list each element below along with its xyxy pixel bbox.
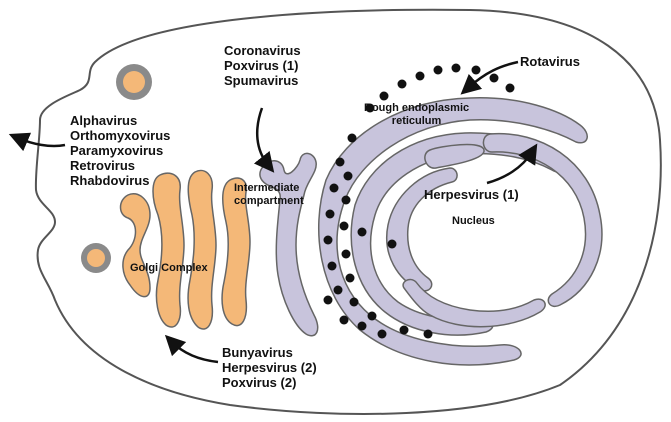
ribosome (324, 236, 333, 245)
organelle-label: Nucleus (452, 215, 495, 228)
virus-label: Retrovirus (70, 159, 170, 174)
ribosome (380, 92, 389, 101)
label-nucleus: Nucleus (452, 215, 495, 228)
ribosome (358, 322, 367, 331)
ribosome (344, 172, 353, 181)
ribosome (378, 330, 387, 339)
ribosome (398, 80, 407, 89)
ribosome (334, 286, 343, 295)
virus-label: Rhabdovirus (70, 174, 170, 189)
ribosome (490, 74, 499, 83)
label-herpes1: Herpesvirus (1) (424, 188, 519, 203)
label-group-bottom: Bunyavirus Herpesvirus (2) Poxvirus (2) (222, 346, 317, 391)
ribosome (328, 262, 337, 271)
organelle-label: Rough endoplasmic (364, 102, 469, 115)
virus-label: Alphavirus (70, 114, 170, 129)
organelle-label: Intermediate (234, 182, 304, 195)
ribosome (346, 274, 355, 283)
label-intermediate: Intermediate compartment (234, 182, 304, 207)
label-rotavirus: Rotavirus (520, 55, 580, 70)
ribosome (340, 316, 349, 325)
ribosome (350, 298, 359, 307)
ribosome (388, 240, 397, 249)
organelle-label: compartment (234, 195, 304, 208)
vesicle-lower (81, 243, 111, 273)
virus-label: Poxvirus (1) (224, 59, 301, 74)
ribosome (368, 312, 377, 321)
virus-label: Paramyxovirus (70, 144, 170, 159)
virus-label: Spumavirus (224, 74, 301, 89)
ribosome (336, 158, 345, 167)
label-golgi: Golgi Complex (130, 262, 208, 275)
virus-label: Bunyavirus (222, 346, 317, 361)
ribosome (358, 228, 367, 237)
label-group-top-center: Coronavirus Poxvirus (1) Spumavirus (224, 44, 301, 89)
ribosome (400, 326, 409, 335)
ribosome (506, 84, 515, 93)
ribosome (472, 66, 481, 75)
virus-label: Poxvirus (2) (222, 376, 317, 391)
virus-label: Herpesvirus (1) (424, 188, 519, 203)
virus-label: Rotavirus (520, 55, 580, 70)
label-group-upper-left: Alphavirus Orthomyxovirus Paramyxovirus … (70, 114, 170, 189)
ribosome (348, 134, 357, 143)
virus-label: Coronavirus (224, 44, 301, 59)
virus-label: Herpesvirus (2) (222, 361, 317, 376)
ribosome (342, 250, 351, 259)
virus-label: Orthomyxovirus (70, 129, 170, 144)
organelle-label: reticulum (364, 115, 469, 128)
vesicle-upper (116, 64, 152, 100)
organelle-label: Golgi Complex (130, 262, 208, 275)
ribosome (434, 66, 443, 75)
ribosome (424, 330, 433, 339)
ribosome (340, 222, 349, 231)
ribosome (330, 184, 339, 193)
ribosome (416, 72, 425, 81)
ribosome (452, 64, 461, 73)
ribosome (342, 196, 351, 205)
label-rough-er: Rough endoplasmic reticulum (364, 102, 469, 127)
ribosome (324, 296, 333, 305)
ribosome (326, 210, 335, 219)
